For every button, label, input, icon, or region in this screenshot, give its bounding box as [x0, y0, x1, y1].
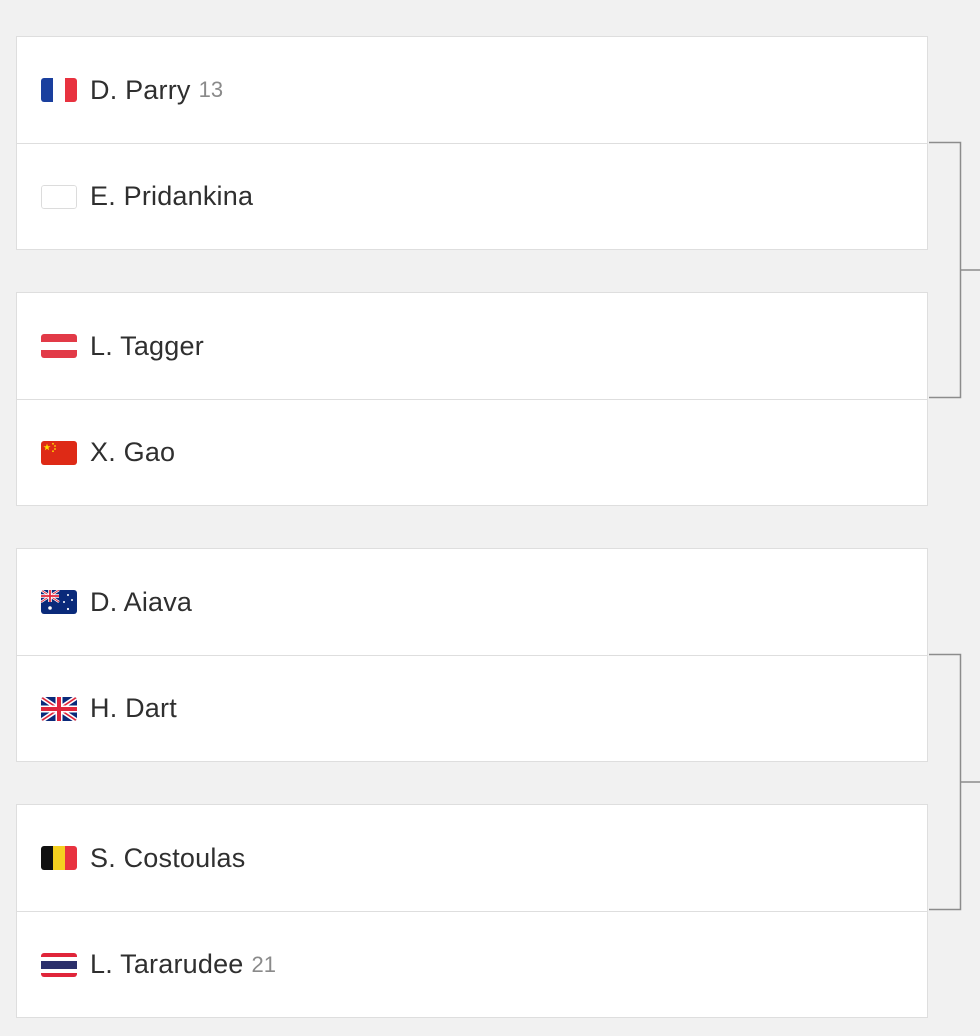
player-row[interactable]: X. Gao	[17, 399, 927, 505]
bracket-connector	[929, 653, 980, 911]
australia-flag-icon	[41, 590, 77, 614]
player-row[interactable]: L. Tararudee 21	[17, 911, 927, 1017]
united-kingdom-flag-icon	[41, 696, 77, 721]
player-row[interactable]: S. Costoulas	[17, 805, 927, 911]
france-flag-icon	[41, 78, 77, 102]
player-name: D. Parry	[90, 74, 191, 105]
player-name: X. Gao	[90, 437, 176, 467]
player-name: D. Aiava	[90, 586, 193, 617]
player-seed: 13	[198, 77, 224, 102]
match-card[interactable]: L. Tagger X. Gao	[16, 292, 928, 506]
austria-flag-icon	[41, 334, 77, 358]
china-flag-icon	[41, 440, 77, 465]
blank-flag-icon	[41, 184, 77, 209]
player-row[interactable]: D. Aiava	[17, 549, 927, 655]
player-name: L. Tagger	[90, 330, 204, 361]
player-row[interactable]: L. Tagger	[17, 293, 927, 399]
match-card[interactable]: D. Aiava H. Dart	[16, 548, 928, 762]
belgium-flag-icon	[41, 846, 77, 870]
player-name: S. Costoulas	[90, 842, 246, 873]
player-row[interactable]: D. Parry 13	[17, 37, 927, 143]
bracket-connector	[929, 141, 980, 399]
player-name: L. Tararudee	[90, 949, 244, 979]
match-card[interactable]: S. Costoulas L. Tararudee 21	[16, 804, 928, 1018]
player-seed: 21	[251, 951, 276, 977]
player-name: H. Dart	[90, 693, 177, 723]
match-card[interactable]: D. Parry 13 E. Pridankina	[16, 36, 928, 250]
player-row[interactable]: H. Dart	[17, 655, 927, 761]
player-row[interactable]: E. Pridankina	[17, 143, 927, 249]
player-name: E. Pridankina	[90, 181, 254, 211]
thailand-flag-icon	[41, 952, 77, 977]
